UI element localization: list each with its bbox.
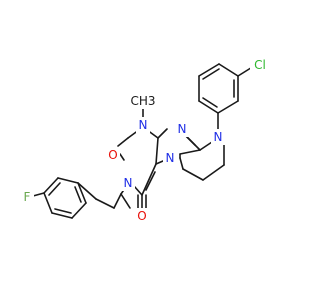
bond <box>51 212 73 219</box>
bond <box>198 63 220 77</box>
bond <box>77 182 87 204</box>
bond <box>54 208 72 214</box>
bond <box>202 164 225 181</box>
atom-n-bridge: N <box>175 121 189 137</box>
bond <box>145 171 156 191</box>
atom-label: N <box>178 122 187 136</box>
atom-methyl: CH3 <box>130 93 156 109</box>
bond <box>155 137 159 165</box>
bond <box>199 141 213 151</box>
bond <box>179 157 184 170</box>
bond <box>43 192 53 214</box>
atom-n-methyl: N <box>136 117 150 133</box>
atom-o-upper: O <box>106 147 120 163</box>
bond <box>198 100 219 114</box>
atom-label: F <box>24 190 31 204</box>
bond <box>119 153 125 161</box>
bond <box>182 168 204 181</box>
atom-label: N <box>166 151 175 165</box>
bond <box>218 63 239 77</box>
atom-label: Cl <box>254 58 266 72</box>
bond <box>77 182 97 200</box>
bond <box>141 163 157 196</box>
bond <box>217 100 239 114</box>
atom-label: N <box>139 118 148 132</box>
bond <box>133 185 143 196</box>
molecule-structure: N N N CH3 N N O O Cl F <box>20 57 270 224</box>
atom-label: N <box>124 176 133 190</box>
bond <box>120 193 131 209</box>
bond <box>74 186 82 203</box>
bond <box>202 97 218 108</box>
atom-label: O <box>137 209 146 223</box>
atom-o-lower: O <box>135 208 149 224</box>
atom-label: O <box>108 148 117 162</box>
bond <box>43 177 59 194</box>
bond <box>179 149 201 155</box>
molecule-canvas: N N N CH3 N N O O Cl F <box>20 57 270 224</box>
atom-n-imide: N <box>121 175 135 191</box>
bond <box>57 177 79 184</box>
bond <box>48 182 61 196</box>
bond <box>95 198 115 209</box>
bond <box>117 137 129 147</box>
bond <box>32 192 45 197</box>
atom-chlorine: Cl <box>250 57 270 73</box>
bond <box>71 202 87 219</box>
atom-label: CH3 <box>130 94 155 108</box>
atom-fluorine: F <box>20 189 34 205</box>
atom-label: N <box>214 130 223 144</box>
bond <box>157 128 168 139</box>
bond <box>202 68 220 80</box>
bond <box>113 193 122 209</box>
atom-n-top: N <box>211 129 225 145</box>
atom-n-ring: N <box>163 150 177 166</box>
